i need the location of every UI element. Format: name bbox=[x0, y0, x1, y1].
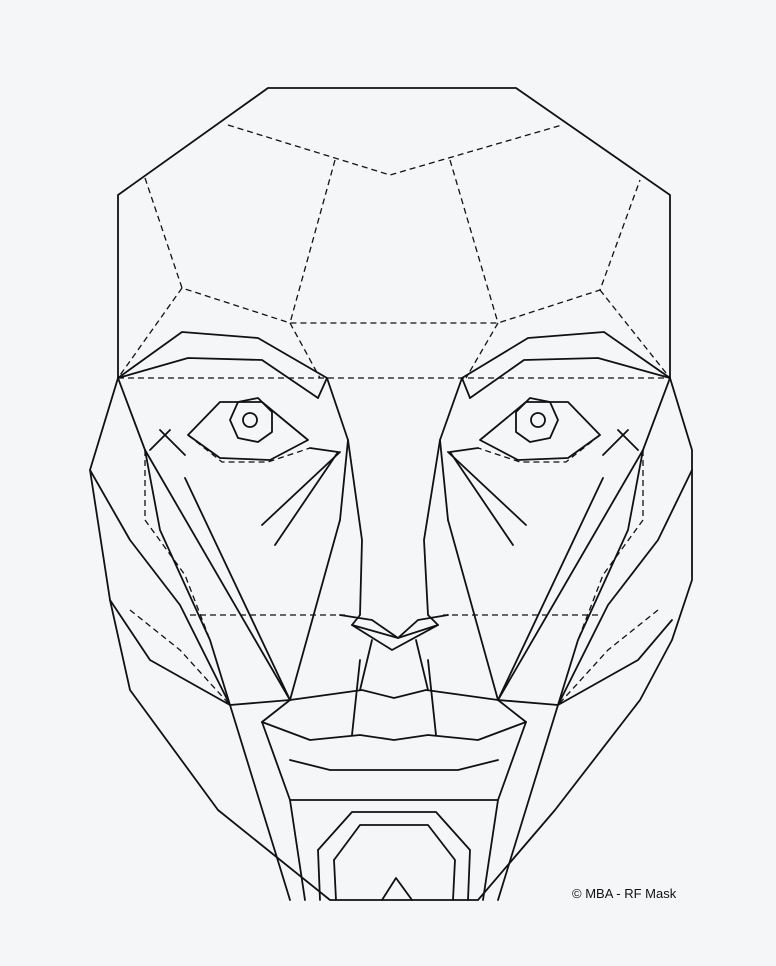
forehead-grid bbox=[118, 125, 670, 378]
right-eye bbox=[450, 398, 638, 462]
mouth bbox=[262, 640, 526, 800]
left-brow bbox=[118, 332, 327, 398]
head-outline bbox=[90, 88, 692, 900]
copyright-text: © MBA - RF Mask bbox=[572, 886, 676, 901]
nose bbox=[327, 378, 462, 650]
right-brow bbox=[462, 332, 670, 398]
chin bbox=[290, 800, 498, 900]
right-cheek bbox=[443, 378, 692, 900]
left-eye bbox=[150, 398, 338, 462]
